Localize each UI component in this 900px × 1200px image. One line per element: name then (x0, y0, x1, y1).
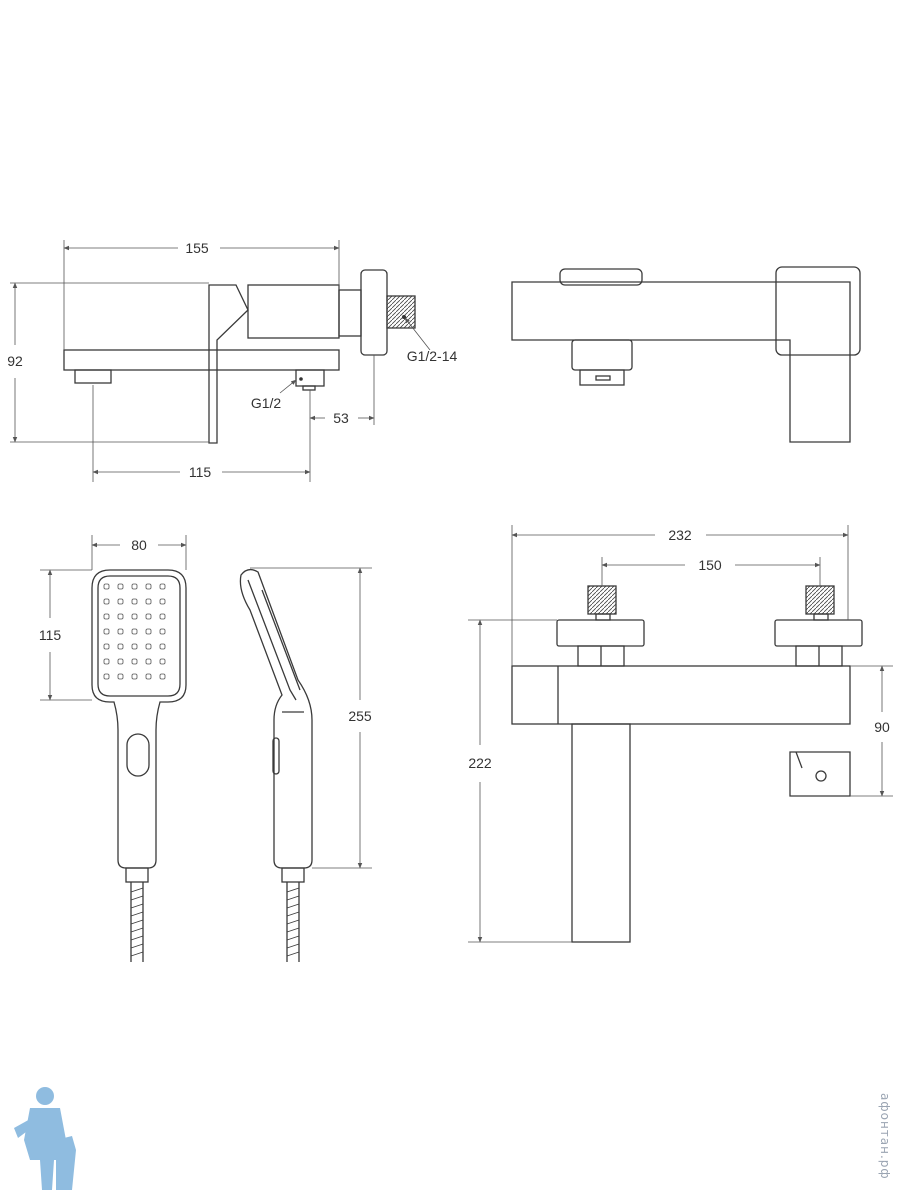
shower-nozzles (103, 583, 166, 680)
nozzle (103, 658, 110, 665)
nozzle (103, 673, 110, 680)
nozzle (159, 598, 166, 605)
front-view-labels: 232 150 222 90 (468, 527, 890, 771)
dim-side-offset: 53 (333, 410, 349, 426)
nozzle (131, 628, 138, 635)
nozzle (159, 628, 166, 635)
front-body (511, 665, 851, 725)
nozzle (159, 658, 166, 665)
side-view (63, 269, 416, 444)
nozzle (117, 643, 124, 650)
spout-body (63, 349, 340, 371)
right-inlet-thread (805, 585, 835, 615)
nozzle (145, 673, 152, 680)
shower-side-outline (239, 568, 313, 869)
shower-button (126, 733, 150, 777)
wall-flange (360, 269, 388, 356)
dim-side-height: 92 (7, 353, 23, 369)
nozzle (159, 613, 166, 620)
nozzle (117, 628, 124, 635)
dim-front-width: 232 (668, 527, 692, 543)
front-spout (571, 723, 631, 943)
outlet-point-marker (299, 377, 303, 381)
hose (130, 882, 144, 962)
hand-shower-side (239, 568, 313, 962)
dim-head-height: 115 (39, 627, 62, 643)
outlet-nut (302, 385, 316, 391)
hand-shower-side-dimensions (250, 567, 372, 869)
dim-side-width: 155 (185, 240, 209, 256)
plumber-logo (14, 1087, 76, 1190)
label-outlet-thread: G1/2 (251, 395, 282, 411)
spout-aerator (74, 369, 112, 384)
nozzle (103, 643, 110, 650)
outlet-hole (815, 770, 827, 782)
nozzle (103, 613, 110, 620)
inlet-thread (386, 295, 416, 329)
dim-inlet-spacing: 150 (698, 557, 722, 573)
front-view-dimensions (468, 525, 893, 943)
nozzle (131, 613, 138, 620)
nozzle (131, 583, 138, 590)
inlet-point-marker (402, 315, 406, 319)
side-view-dimensions (10, 240, 431, 482)
shower-head-outline (91, 569, 187, 869)
hand-shower-front-dimensions (40, 535, 187, 701)
hand-shower-front (91, 569, 187, 962)
front-view (511, 585, 863, 943)
mixer-body (247, 284, 340, 339)
dim-head-width: 80 (131, 537, 147, 553)
nozzle (159, 643, 166, 650)
nozzle (131, 658, 138, 665)
right-flange (774, 619, 863, 647)
label-inlet-thread: G1/2-14 (407, 348, 458, 364)
nozzle (145, 658, 152, 665)
side-view-labels: 155 92 115 53 G1/2 G1/2-14 (7, 240, 457, 480)
dim-front-body-height: 90 (874, 719, 890, 735)
nozzle (131, 643, 138, 650)
nozzle (117, 583, 124, 590)
nozzle (145, 628, 152, 635)
top-body (511, 281, 851, 443)
nozzle (159, 583, 166, 590)
nozzle (131, 598, 138, 605)
nozzle (103, 628, 110, 635)
nozzle (145, 643, 152, 650)
hand-shower-front-labels: 80 115 (39, 537, 147, 643)
left-inlet-thread (587, 585, 617, 615)
top-view (511, 266, 861, 443)
nozzle (145, 583, 152, 590)
nozzle (117, 673, 124, 680)
left-flange (556, 619, 645, 647)
nozzle (117, 658, 124, 665)
dim-shower-length: 255 (348, 708, 372, 724)
nozzle (131, 673, 138, 680)
front-outlet (789, 751, 851, 797)
watermark: афонтан.рф (878, 1093, 892, 1180)
eccentric-nut (338, 289, 362, 337)
nozzle (159, 673, 166, 680)
nozzle (145, 598, 152, 605)
nozzle (145, 613, 152, 620)
dim-side-spout: 115 (189, 464, 212, 480)
nozzle (103, 598, 110, 605)
nozzle (103, 583, 110, 590)
lever-handle (208, 284, 249, 444)
nozzle (117, 613, 124, 620)
nozzle (117, 598, 124, 605)
dim-front-height: 222 (468, 755, 492, 771)
